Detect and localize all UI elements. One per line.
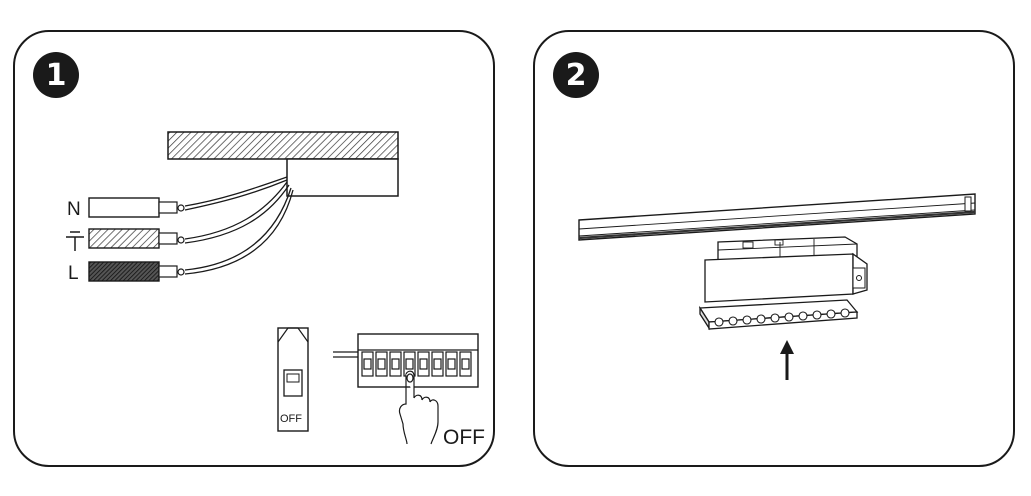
- junction-box: [286, 158, 399, 197]
- breaker-off-label: OFF: [280, 413, 302, 425]
- wiring-diagram: N L OFF: [66, 131, 485, 449]
- step-1-panel: 1: [13, 30, 495, 467]
- led-lens-row: [714, 308, 850, 327]
- up-arrow-icon: [780, 340, 794, 380]
- neutral-label: N: [67, 199, 81, 220]
- ground-connector: [88, 228, 185, 249]
- installation-diagram: [578, 193, 976, 380]
- breaker-icon: [277, 327, 309, 432]
- neutral-connector: [88, 197, 185, 218]
- terminal-block-icon: [333, 333, 479, 388]
- track-rail-icon: [578, 193, 976, 241]
- ceiling-slab: [167, 131, 399, 160]
- ground-symbol-icon: [66, 231, 84, 251]
- track-spotlight-icon: [698, 236, 868, 331]
- step-2-badge: 2: [553, 52, 599, 98]
- wires: [184, 176, 294, 275]
- hand-pointer-icon: [398, 370, 439, 445]
- live-connector: [88, 261, 185, 282]
- power-off-label: OFF: [443, 426, 485, 449]
- step-2-panel: 2: [533, 30, 1015, 467]
- live-label: L: [68, 263, 79, 284]
- step-1-badge: 1: [33, 52, 79, 98]
